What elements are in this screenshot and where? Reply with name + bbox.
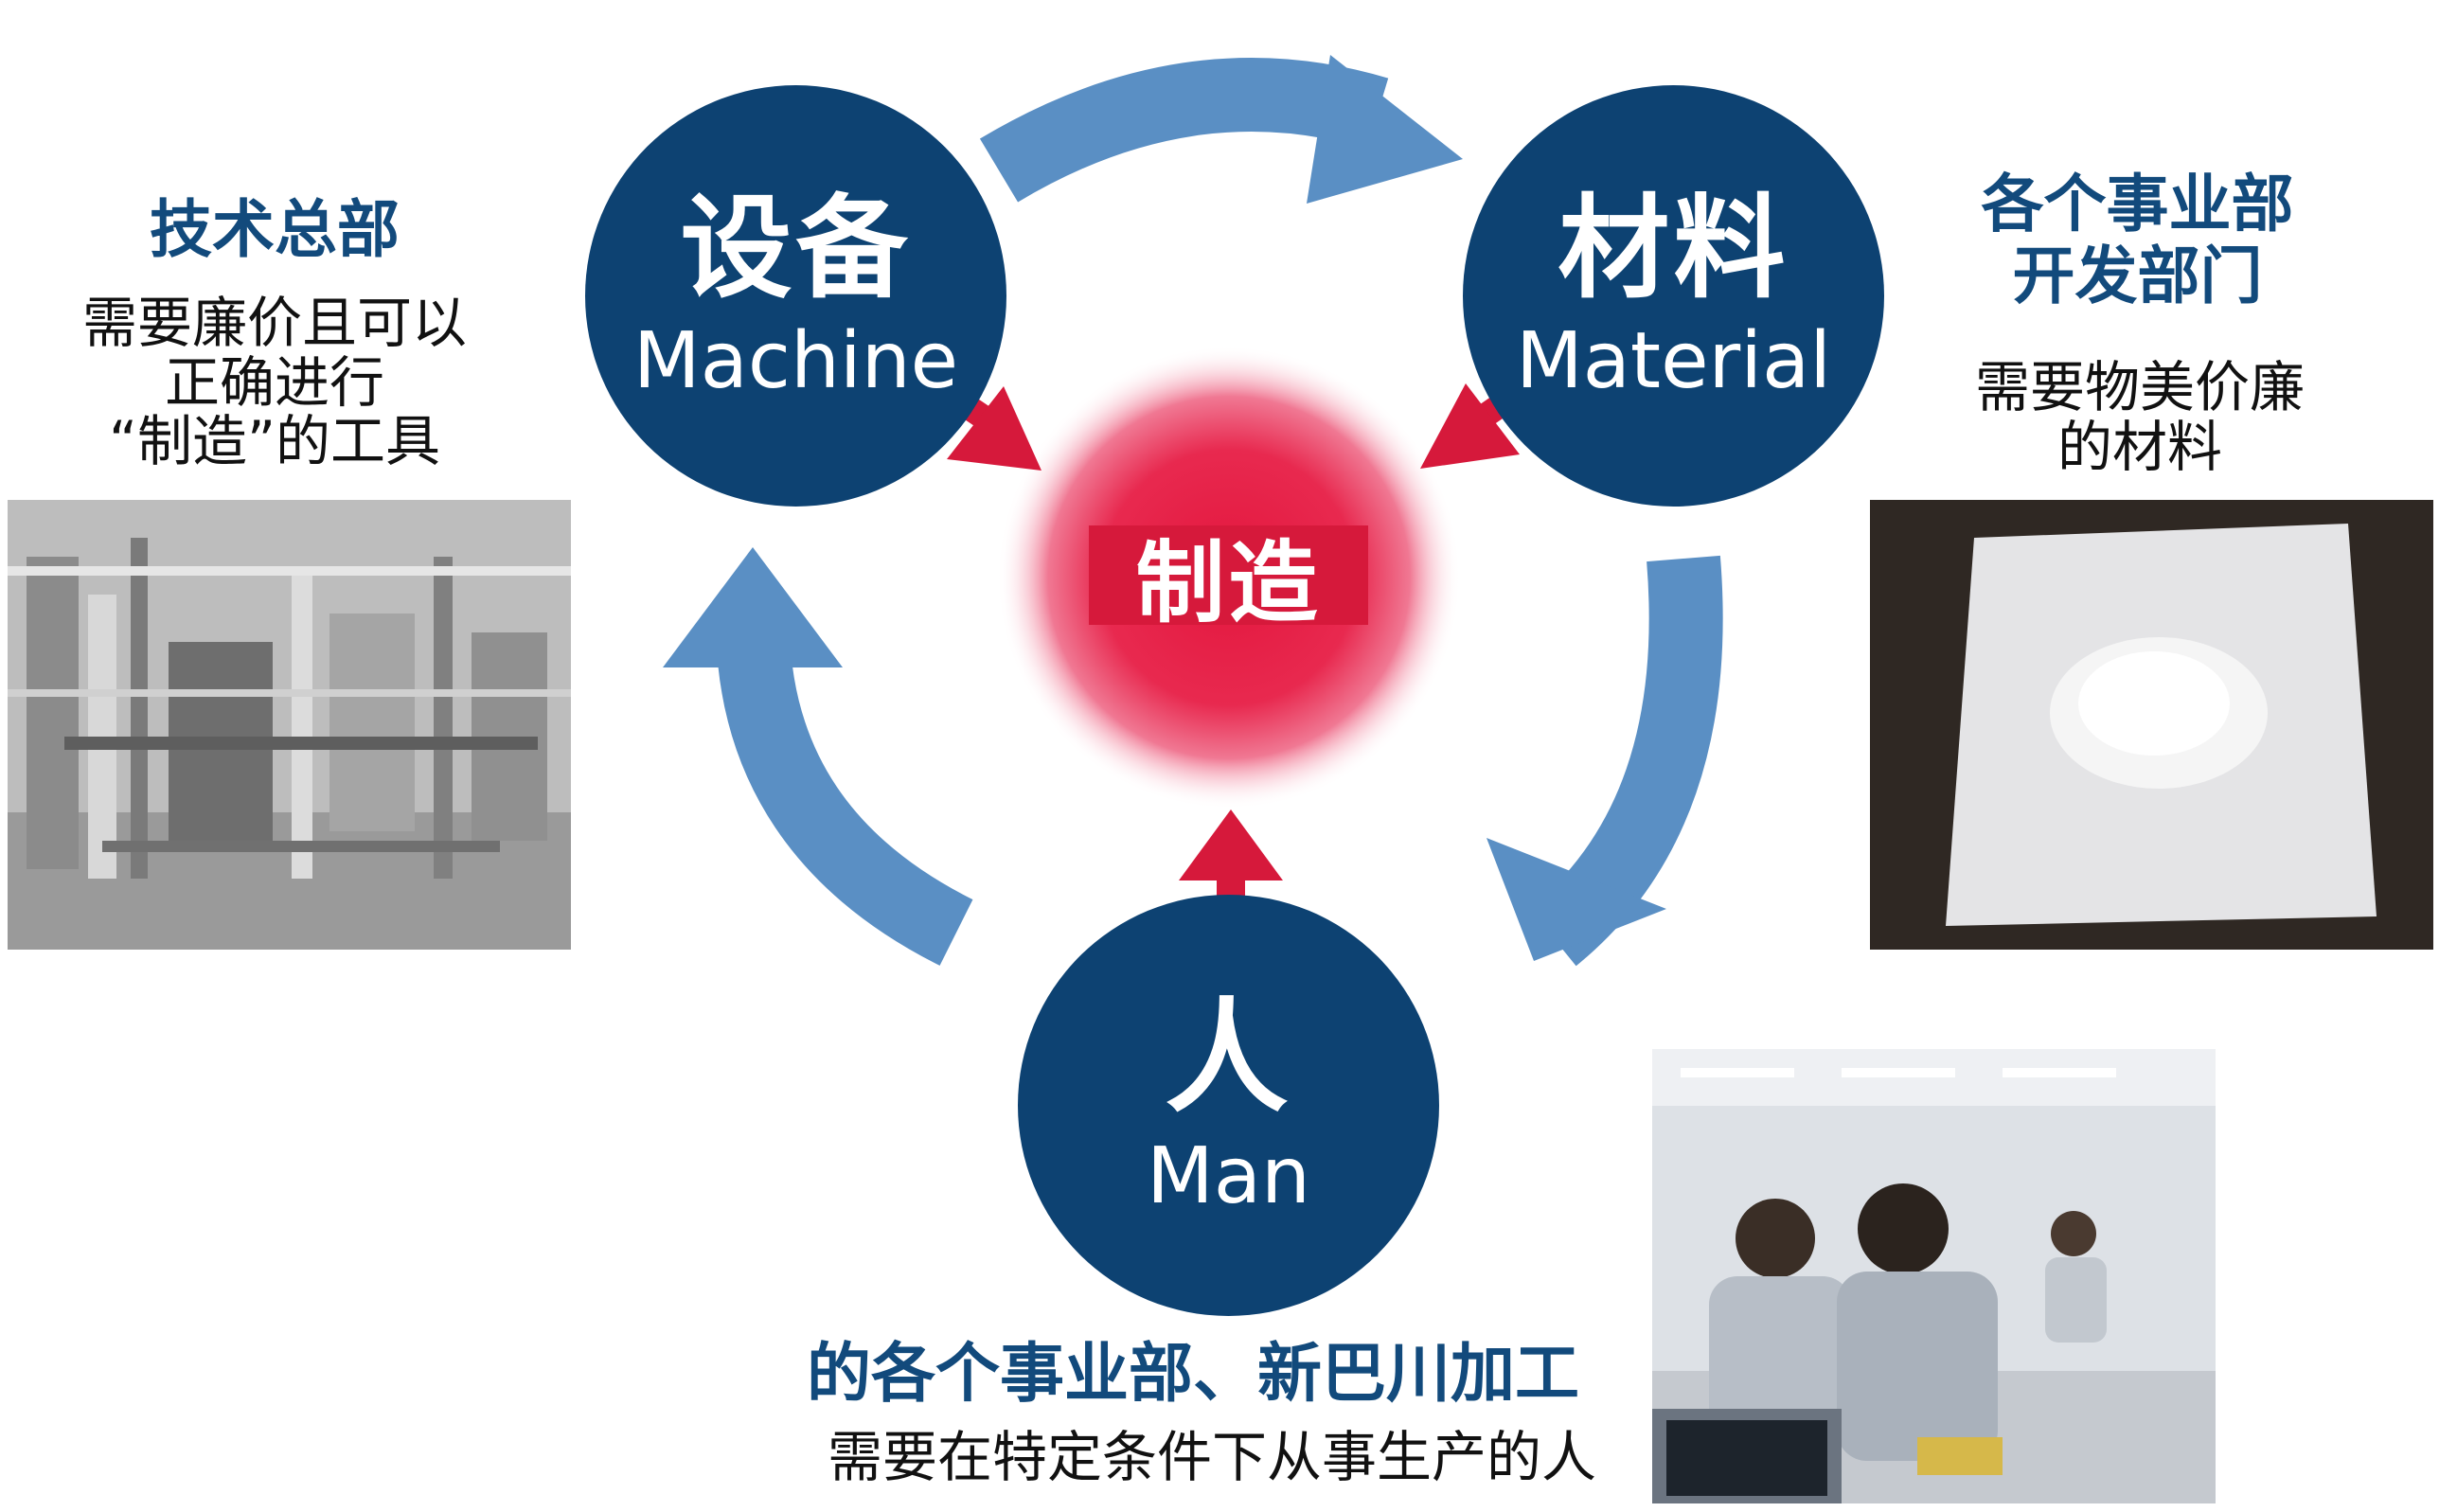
node-machine-zh: 设备	[680, 182, 912, 313]
material-powder-photo	[1870, 500, 2433, 950]
center-label-box: 制造	[1089, 525, 1368, 635]
factory-equipment-photo	[8, 500, 571, 950]
node-man-en: Man	[1147, 1130, 1310, 1221]
node-machine-en: Machine	[632, 315, 959, 406]
bottom-panel-description: 需要在特定条件下从事生产的人	[827, 1425, 1596, 1489]
right-desc-line-1: 需要物美价廉	[1974, 355, 2305, 419]
node-material-en: Material	[1515, 315, 1832, 406]
right-heading-line-1: 各个事业部	[1981, 168, 2294, 240]
cycle-arrow-head-left	[663, 547, 843, 667]
right-desc-line-2: 的材料	[2056, 414, 2222, 479]
workers-photo	[1652, 1049, 2216, 1503]
cycle-arrow-head-right	[1487, 838, 1666, 961]
left-desc-line-3: “制造”的工具	[108, 409, 441, 474]
node-man: 人 Man	[1018, 895, 1439, 1316]
right-heading-line-2: 开发部门	[2012, 239, 2263, 312]
left-panel-description: 需要廉价且可以 正确进行 “制造”的工具	[28, 294, 521, 471]
cycle-arrow-man-to-machine	[716, 628, 973, 966]
left-desc-line-1: 需要廉价且可以	[81, 291, 467, 355]
left-panel-heading: 技术总部	[150, 193, 400, 266]
node-man-zh: 人	[1165, 985, 1292, 1130]
node-material-zh: 材料	[1558, 182, 1789, 313]
left-desc-line-2: 正确进行	[164, 349, 384, 415]
right-panel-description: 需要物美价廉 的材料	[1922, 358, 2358, 476]
node-machine: 设备 Machine	[585, 85, 1006, 507]
node-material: 材料 Material	[1463, 85, 1884, 507]
center-label: 制造	[1135, 531, 1322, 635]
cycle-arrow-head-top	[1307, 55, 1463, 204]
bottom-panel-heading: 的各个事业部、新巴川加工	[806, 1337, 1579, 1412]
right-panel-heading: 各个事业部 开发部门	[1913, 169, 2362, 312]
